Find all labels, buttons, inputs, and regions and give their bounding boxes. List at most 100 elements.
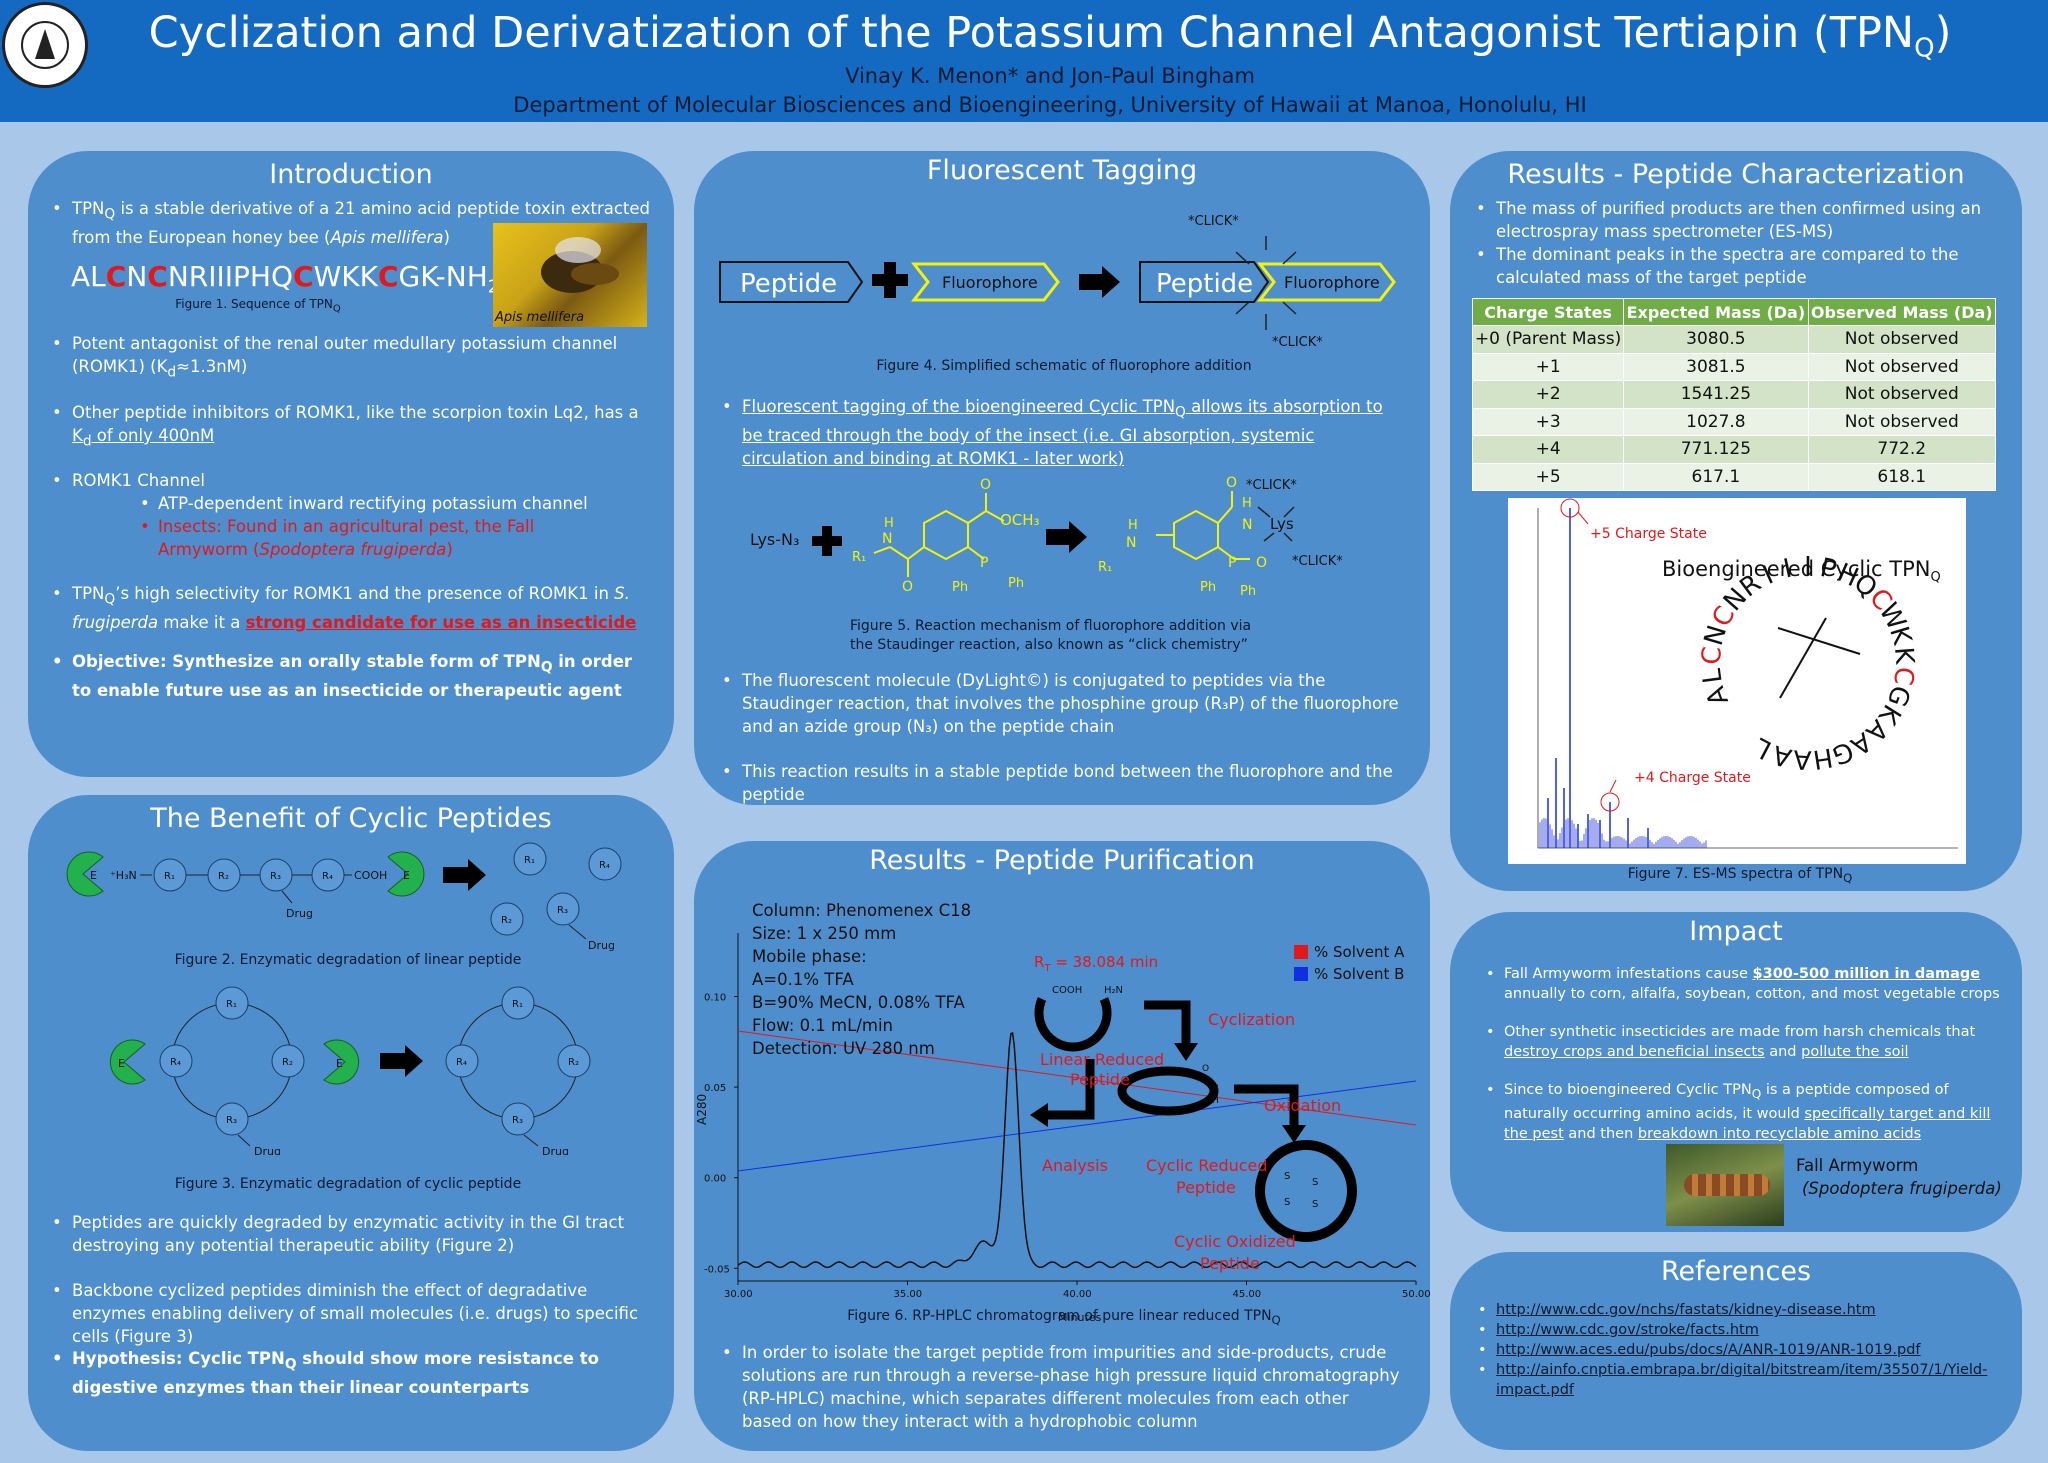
x-tick-label: 50.00	[1402, 1289, 1430, 1300]
svg-text:H: H	[884, 516, 894, 531]
cyclic-bullet-1: Peptides are quickly degraded by enzymat…	[52, 1211, 652, 1257]
svg-text:S: S	[1284, 1197, 1290, 1208]
svg-text:N: N	[1212, 1084, 1219, 1094]
reference-link-1[interactable]: http://www.cdc.gov/nchs/fastats/kidney-d…	[1478, 1300, 1998, 1320]
intro-bullet-5: TPNQ’s high selectivity for ROMK1 and th…	[52, 582, 652, 634]
impact-bullet-3: Since to bioengineered Cyclic TPNQ is a …	[1486, 1080, 2002, 1144]
linear-reduced-label-1: Linear Reduced	[1040, 1050, 1164, 1069]
reference-link-2[interactable]: http://www.cdc.gov/stroke/facts.htm	[1478, 1320, 1998, 1340]
peptide-label-1: Peptide	[740, 269, 837, 299]
reference-link-4[interactable]: http://ainfo.cnptia.embrapa.br/digital/b…	[1478, 1360, 1987, 1400]
fluorescent-heading: Fluorescent Tagging	[926, 155, 1198, 186]
svg-text:R₁: R₁	[226, 999, 237, 1010]
cooh-label: COOH	[354, 869, 387, 882]
svg-text:H: H	[1128, 518, 1138, 533]
svg-text:N: N	[1242, 517, 1252, 533]
fluorophore-label-2: Fluorophore	[1284, 273, 1380, 292]
armyworm-scientific-name: (Spodoptera frugiperda)	[1802, 1179, 2002, 1198]
enzyme-right-2	[323, 1039, 360, 1085]
col-observed-mass: Observed Mass (Da)	[1807, 298, 1997, 326]
impact-bullet-1: Fall Armyworm infestations cause $300-50…	[1486, 964, 2002, 1004]
intro-subbullet-2: Insects: Found in an agricultural pest, …	[140, 515, 620, 561]
svg-text:E: E	[118, 1057, 125, 1070]
intro-objective: Objective: Synthesize an orally stable f…	[52, 650, 652, 702]
legend-a-label: % Solvent A	[1314, 943, 1405, 961]
arrow-right-icon-2	[380, 1045, 423, 1077]
impact-panel: Impact Fall Armyworm infestations cause …	[1450, 912, 2022, 1232]
svg-text:E: E	[403, 869, 410, 882]
poster-title: Cyclization and Derivatization of the Po…	[148, 8, 1952, 64]
ring-residue: A	[1792, 743, 1812, 774]
col-expected-mass: Expected Mass (Da)	[1623, 298, 1809, 326]
svg-text:Ph: Ph	[1200, 580, 1216, 595]
impact-heading: Impact	[1689, 916, 1783, 947]
svg-text:S: S	[1284, 1171, 1290, 1182]
figure-3-caption: Figure 3. Enzymatic degradation of cycli…	[174, 1176, 522, 1192]
svg-text:Ph: Ph	[1008, 576, 1024, 591]
svg-text:O: O	[980, 477, 991, 493]
references-heading: References	[1660, 1256, 1812, 1287]
cyclization-label: Cyclization	[1208, 1010, 1295, 1029]
svg-text:O: O	[1256, 555, 1267, 571]
plus-icon-2	[812, 526, 842, 556]
y-axis-label: A280	[695, 1094, 709, 1125]
cyclic-reduced-label-2: Peptide	[1176, 1178, 1236, 1197]
reference-link-3[interactable]: http://www.aces.edu/pubs/docs/A/ANR-1019…	[1478, 1340, 1998, 1360]
fluorophore-label-1: Fluorophore	[942, 273, 1038, 292]
y-tick-label: 0.05	[704, 1083, 726, 1094]
lys-n3-label: Lys-N₃	[750, 530, 799, 549]
x-axis-label: Minutes	[1058, 1311, 1102, 1324]
enzyme-right	[387, 851, 425, 897]
click-label-4: *CLICK*	[1292, 554, 1343, 569]
col-charge-states: Charge States	[1471, 298, 1625, 326]
legend-b-swatch	[1294, 967, 1308, 981]
svg-text:R₃: R₃	[557, 905, 568, 916]
solvent-a-line	[737, 1030, 1417, 1126]
purification-bullet: In order to isolate the target peptide f…	[722, 1341, 1402, 1433]
svg-text:S: S	[1312, 1199, 1318, 1210]
ring-residue: C	[1887, 665, 1919, 687]
svg-text:O: O	[1202, 1064, 1209, 1074]
ring-residue: I	[1804, 552, 1812, 582]
intro-bullet-3: Other peptide inhibitors of ROMK1, like …	[52, 401, 652, 453]
plus-icon	[872, 262, 908, 298]
x-tick-label: 35.00	[894, 1289, 923, 1300]
fluor-bullet-3: This reaction results in a stable peptid…	[722, 760, 1402, 805]
cyclic-degradation-diagram: R₁ R₄ R₂ R₃ Drug E E R₁ R₄ R₂ R₃ Drug	[109, 986, 591, 1155]
click-label-1: *CLICK*	[1188, 214, 1239, 229]
bee-label: Apis mellifera	[495, 310, 585, 325]
y-tick-label: 0.00	[704, 1174, 726, 1185]
poster-header: Cyclization and Derivatization of the Po…	[0, 0, 2048, 122]
fluorescent-tagging-panel: Fluorescent Tagging Peptide Fluorophore …	[694, 151, 1430, 805]
svg-text:R₃: R₃	[512, 1115, 523, 1126]
cyclic-bullet-2: Backbone cyclized peptides diminish the …	[52, 1279, 652, 1348]
enzyme-left-2	[109, 1039, 146, 1085]
analysis-label: Analysis	[1042, 1156, 1108, 1175]
charact-bullet-2: The dominant peaks in the spectra are co…	[1476, 243, 1996, 289]
svg-text:N: N	[1126, 535, 1136, 551]
purification-heading: Results - Peptide Purification	[869, 845, 1255, 876]
svg-text:S: S	[1312, 1177, 1318, 1188]
svg-text:COOH: COOH	[1052, 985, 1082, 996]
ring-residue: A	[1701, 682, 1735, 709]
svg-text:OCH₃: OCH₃	[1000, 511, 1040, 529]
oxidation-label: Oxidation	[1264, 1096, 1341, 1115]
click-label-2: *CLICK*	[1272, 335, 1323, 350]
svg-text:Drug: Drug	[542, 1145, 569, 1155]
retention-time-label: RT = 38.084 min	[1034, 953, 1158, 974]
enzyme-left	[66, 851, 104, 897]
x-tick-label: 45.00	[1233, 1289, 1262, 1300]
figure-2-caption: Figure 2. Enzymatic degradation of linea…	[174, 952, 522, 968]
svg-text:Drug: Drug	[254, 1145, 281, 1155]
enzyme-label: E	[90, 869, 97, 882]
arrow-right-icon-4	[1046, 521, 1087, 553]
solvent-b-line	[737, 1080, 1417, 1172]
r2-label: R₂	[218, 871, 229, 882]
y-tick-label: -0.05	[704, 1264, 730, 1275]
svg-text:R₁: R₁	[1098, 560, 1112, 575]
figure-5-caption: Figure 5. Reaction mechanism of fluoroph…	[850, 618, 1252, 653]
